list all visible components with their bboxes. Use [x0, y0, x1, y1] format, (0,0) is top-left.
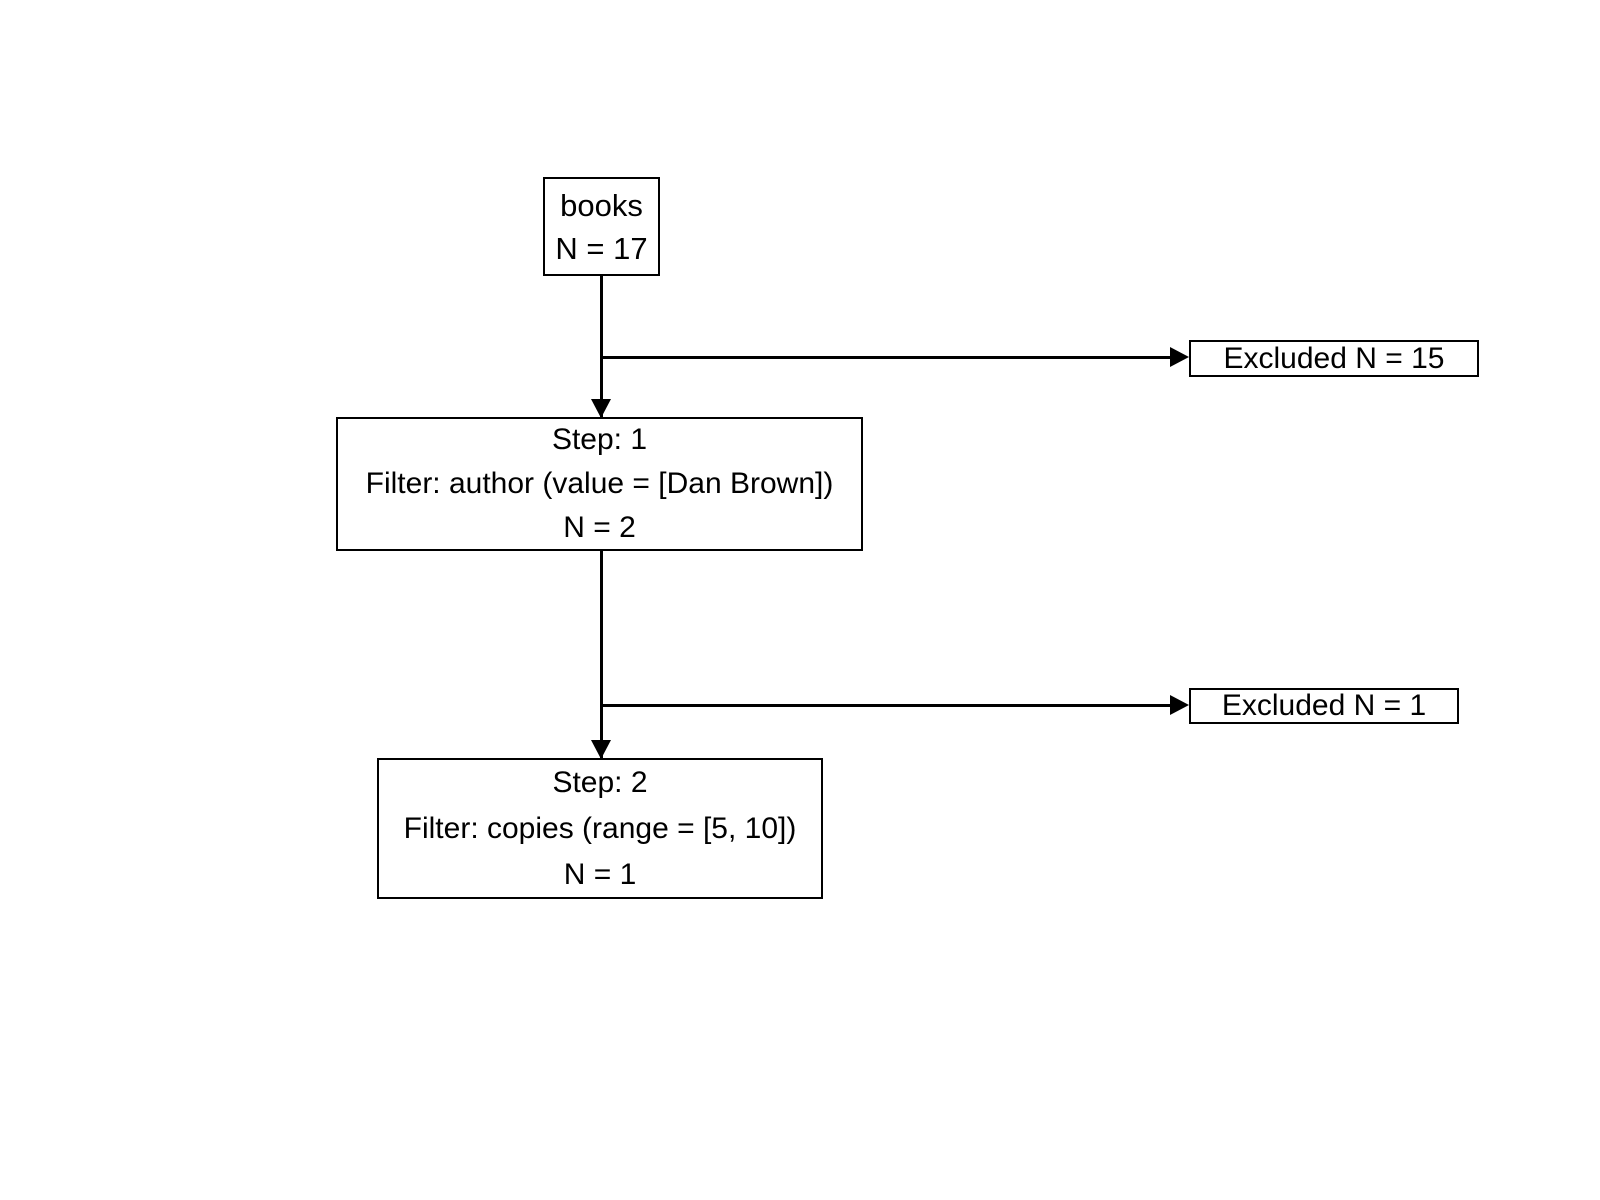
node-excluded-1-label: Excluded N = 15 — [1223, 341, 1445, 375]
edge-step-1-to-excluded-2 — [601, 704, 1181, 707]
node-books-count: N = 17 — [555, 230, 648, 266]
node-step-2-filter: Filter: copies (range = [5, 10]) — [403, 811, 797, 845]
arrowhead-right-to-excluded-1-icon — [1170, 347, 1189, 367]
arrowhead-down-to-step-1-icon — [591, 399, 611, 418]
edge-root-to-excluded-1 — [601, 356, 1181, 359]
node-excluded-2[interactable]: Excluded N = 1 — [1189, 688, 1459, 724]
edge-step-1-to-step-2 — [600, 551, 603, 759]
node-step-1[interactable]: Step: 1 Filter: author (value = [Dan Bro… — [336, 417, 863, 551]
node-step-1-filter: Filter: author (value = [Dan Brown]) — [365, 467, 834, 500]
edge-root-to-step-1 — [600, 276, 603, 418]
node-step-1-step: Step: 1 — [551, 423, 648, 456]
node-books-label: books — [560, 187, 643, 223]
node-step-2[interactable]: Step: 2 Filter: copies (range = [5, 10])… — [377, 758, 823, 899]
arrowhead-right-to-excluded-2-icon — [1170, 695, 1189, 715]
node-excluded-1[interactable]: Excluded N = 15 — [1189, 340, 1479, 377]
node-excluded-2-label: Excluded N = 1 — [1221, 689, 1427, 722]
node-books[interactable]: books N = 17 — [543, 177, 660, 276]
node-step-1-count: N = 2 — [563, 511, 636, 544]
node-step-2-count: N = 1 — [563, 857, 637, 891]
arrowhead-down-to-step-2-icon — [591, 740, 611, 759]
node-step-2-step: Step: 2 — [552, 765, 648, 799]
